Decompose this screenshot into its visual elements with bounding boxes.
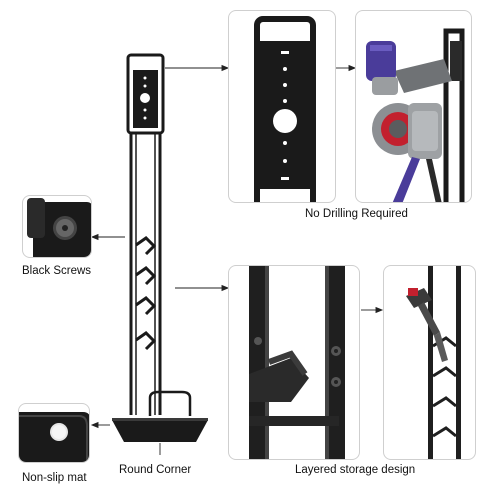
non-slip-mat-image (19, 412, 89, 462)
stand-mount-plate (126, 53, 165, 135)
round-corner-label: Round Corner (119, 464, 192, 476)
screw-image (27, 198, 91, 257)
non-slip-mat-label: Non-slip mat (22, 472, 87, 484)
hook-image (249, 266, 345, 459)
stand-base (112, 390, 208, 442)
vacuum-image (366, 28, 465, 202)
stand-poles (129, 133, 162, 415)
arrow-icon (90, 64, 384, 455)
black-screws-label: Black Screws (22, 265, 92, 277)
black-screws-panel (22, 195, 92, 258)
vacuum-mounted-panel (355, 10, 472, 203)
non-slip-mat-panel (18, 403, 90, 463)
stand-hooks (135, 236, 157, 351)
no-drilling-label: No Drilling Required (305, 208, 408, 220)
mount-plate-detail-panel (228, 10, 336, 203)
tools-image (406, 266, 461, 459)
tools-stored-panel (383, 265, 476, 460)
layered-storage-label: Layered storage design (295, 464, 416, 476)
hook-detail-panel (228, 265, 360, 460)
mount-plate-image (254, 16, 316, 202)
